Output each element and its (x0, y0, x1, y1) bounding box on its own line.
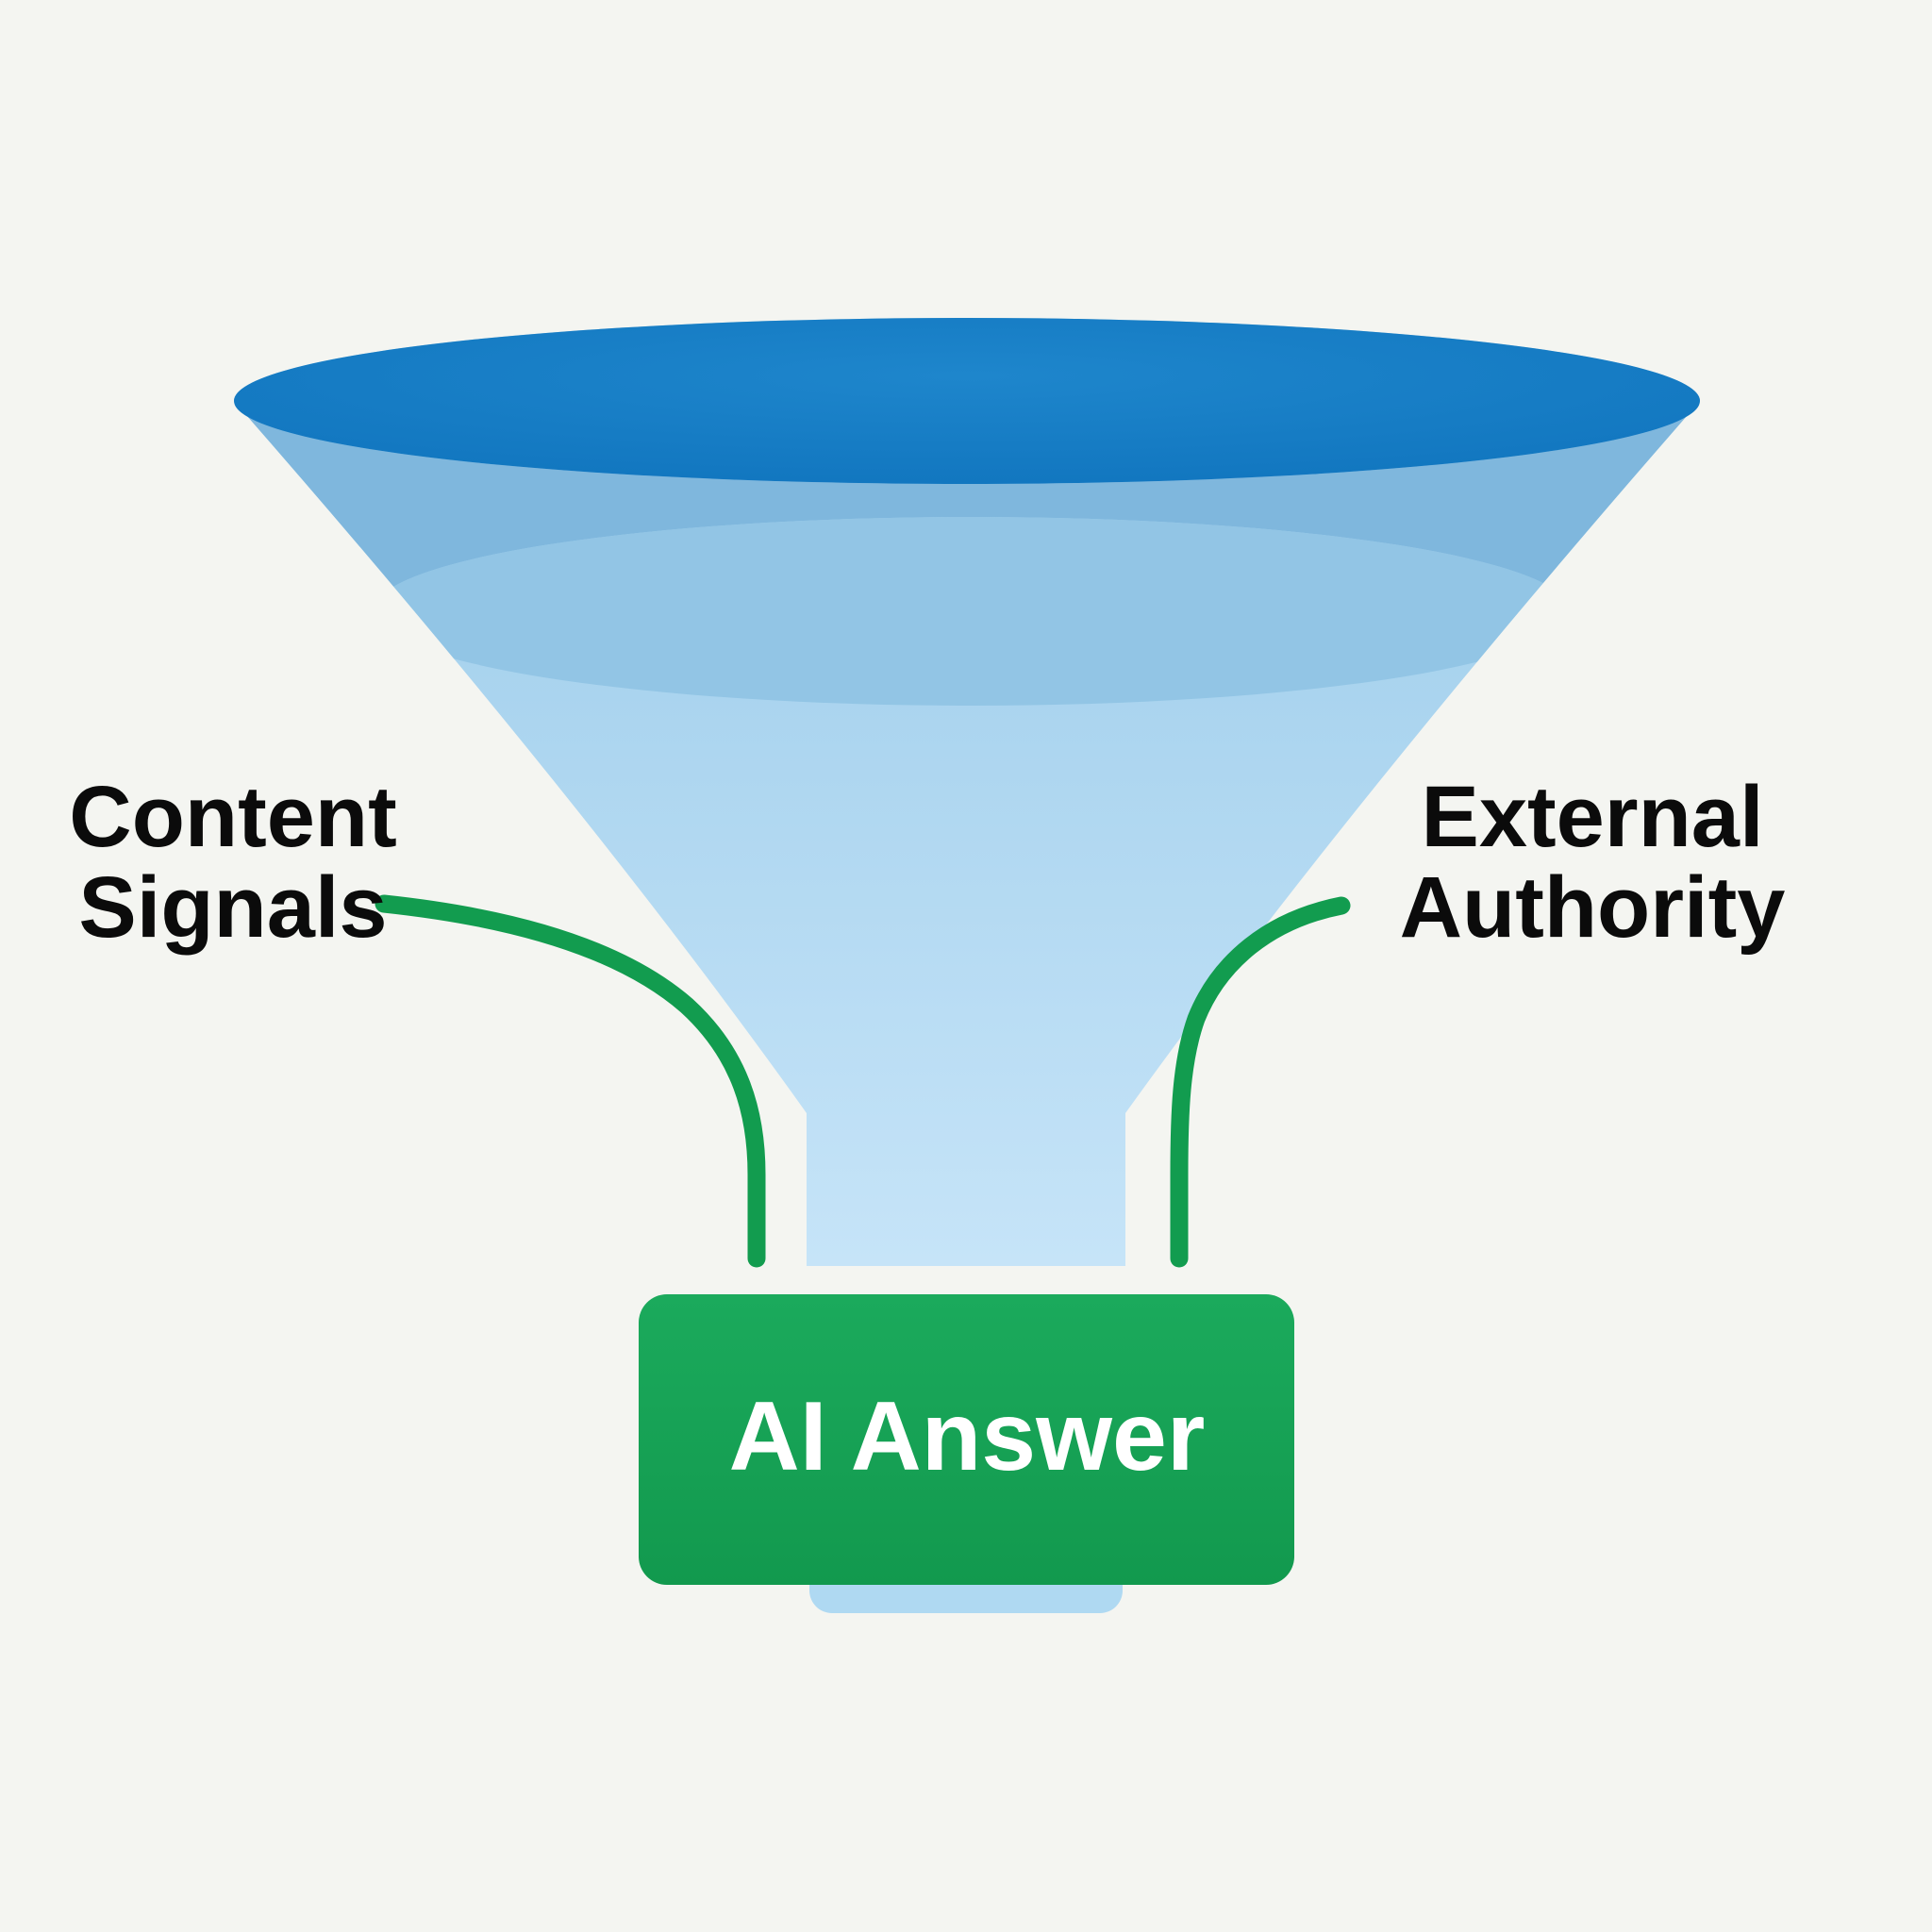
label-external-authority: External Authority (1400, 769, 1786, 956)
funnel-inner-band (234, 401, 1700, 611)
ai-answer-label: AI Answer (729, 1382, 1206, 1491)
label-authority: Authority (1400, 859, 1786, 956)
left-connector-line (375, 894, 766, 1268)
funnel-surface-ellipse (373, 517, 1571, 706)
ai-answer-box: AI Answer (639, 1294, 1294, 1585)
label-external: External (1421, 769, 1763, 865)
right-connector-line (1170, 896, 1351, 1268)
label-content: Content (69, 769, 396, 865)
funnel-top-ellipse (234, 318, 1700, 484)
label-content-signals: Content Signals (69, 769, 396, 956)
ai-answer-box-rect (639, 1294, 1294, 1585)
label-signals: Signals (78, 859, 387, 956)
